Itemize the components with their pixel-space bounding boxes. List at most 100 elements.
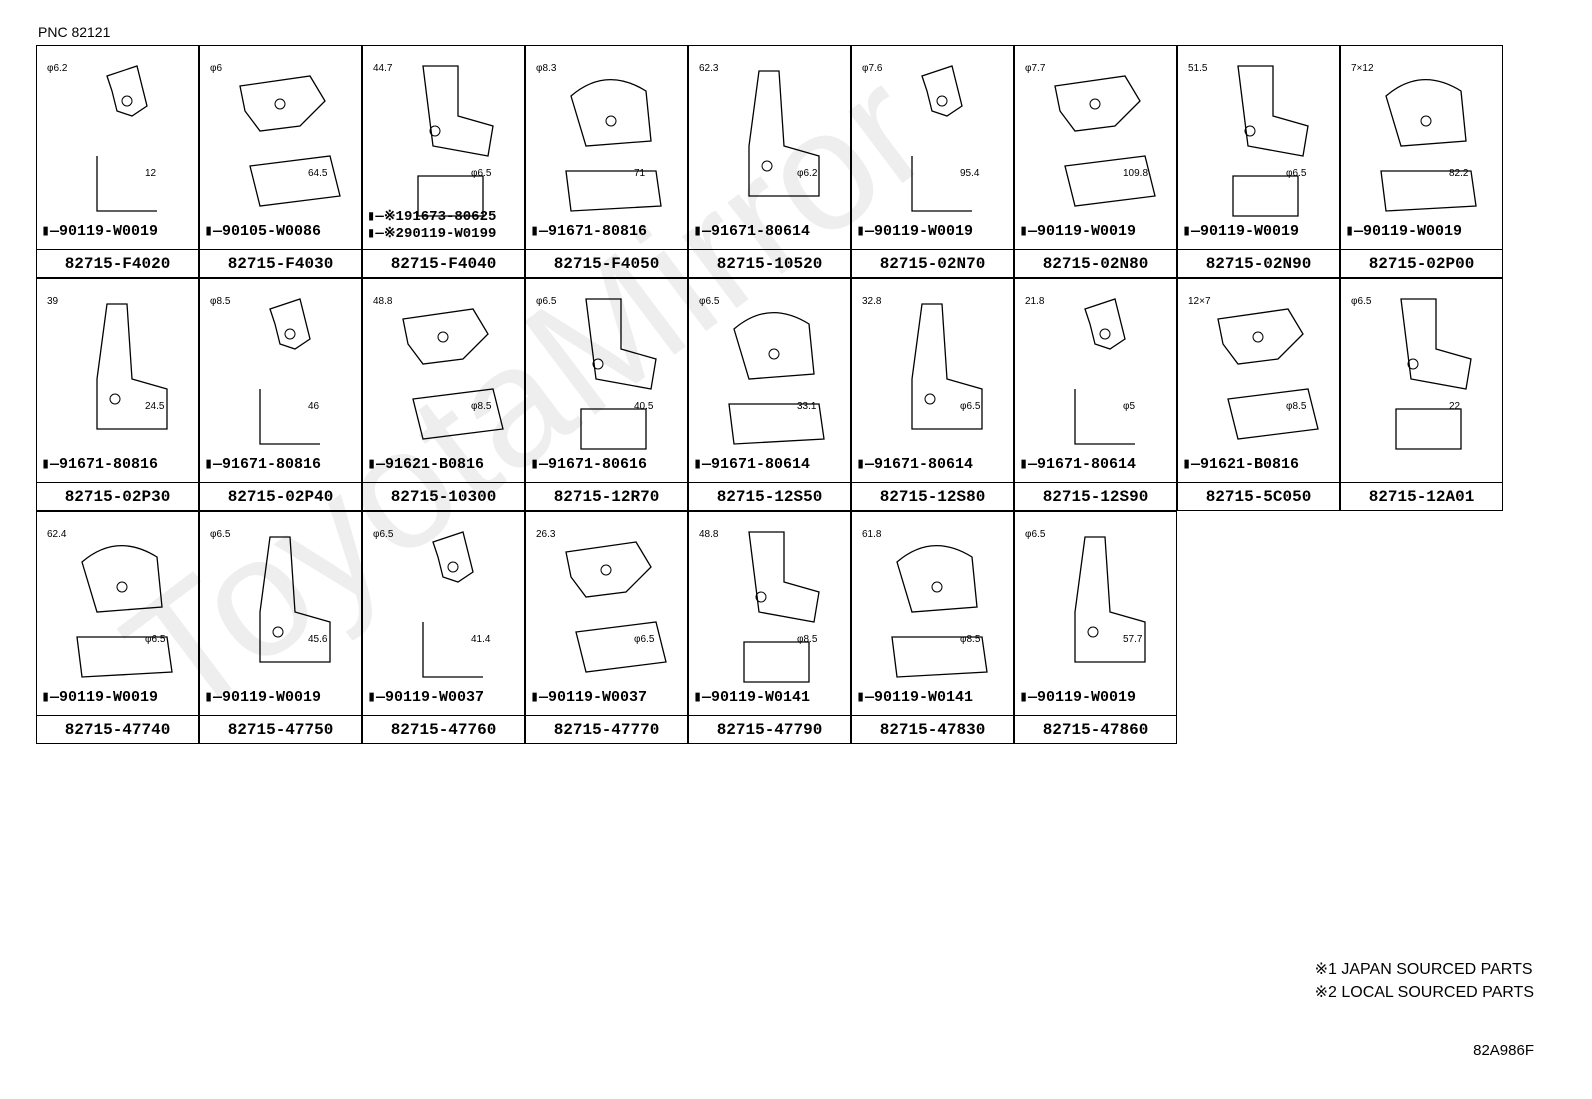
part-number[interactable]: 82715-02P30 [37, 482, 198, 511]
bolt-part-number[interactable]: ▮—91671-80614 [1019, 456, 1136, 473]
mounting-hole [931, 581, 943, 593]
part-number[interactable]: 82715-47770 [526, 715, 687, 744]
part-number[interactable]: 82715-02N80 [1015, 249, 1176, 278]
dimension-label: φ8.3 [536, 63, 557, 74]
part-number[interactable]: 82715-5C050 [1178, 482, 1339, 511]
bolt-part-number[interactable]: ▮—91621-B0816 [367, 456, 484, 473]
mounting-hole [924, 393, 936, 405]
bolt-part-number[interactable]: ▮—91671-80614 [856, 456, 973, 473]
part-number[interactable]: 82715-12R70 [526, 482, 687, 511]
dimension-label: φ5 [1123, 401, 1135, 412]
bolt-part-number[interactable]: ▮—90119-W0019 [204, 689, 321, 706]
part-number[interactable]: 82715-12S50 [689, 482, 850, 511]
part-number[interactable]: 82715-02N90 [1178, 249, 1339, 278]
dimension-label: φ6.2 [797, 168, 818, 179]
bolt-part-number[interactable]: ▮—※191673-80625▮—※290119-W0199 [367, 209, 496, 243]
bolt-part-number[interactable]: ▮—91621-B0816 [1182, 456, 1299, 473]
bolt-label: ▮—90105-W0086 [204, 223, 322, 240]
bracket-drawing: 26.3φ6.5 [536, 529, 667, 673]
bolt-part-number[interactable]: ▮—91671-80614 [693, 456, 810, 473]
bolt-label: ▮—90119-W0019 [1019, 223, 1137, 240]
part-number[interactable]: 82715-12S90 [1015, 482, 1176, 511]
bolt-part-number[interactable]: ▮—90119-W0019 [41, 223, 158, 240]
bolt-part-number[interactable]: ▮—90119-W0019 [1345, 223, 1462, 240]
bolt-part-number[interactable]: ▮—90119-W0019 [856, 223, 973, 240]
bracket-outline [728, 312, 825, 445]
bolt-part-number[interactable]: ▮—91671-80616 [530, 456, 647, 473]
bolt-label: ▮—91671-80614 [1019, 456, 1137, 473]
mounting-hole [116, 581, 128, 593]
bracket-outline [1395, 298, 1472, 450]
part-number[interactable]: 82715-F4040 [363, 249, 524, 278]
part-number[interactable]: 82715-12S80 [852, 482, 1013, 511]
bracket-drawing: φ6.545.6 [210, 529, 331, 663]
dimension-label: 41.4 [471, 634, 491, 645]
bolt-part-number[interactable]: ▮—90119-W0019 [41, 689, 158, 706]
part-number[interactable]: 82715-47790 [689, 715, 850, 744]
part-number[interactable]: 82715-02N70 [852, 249, 1013, 278]
bolt-part-number[interactable]: ▮—90119-W0019 [1019, 223, 1136, 240]
part-number[interactable]: 82715-10300 [363, 482, 524, 511]
bracket-outline [96, 65, 157, 212]
part-number[interactable]: 82715-F4030 [200, 249, 361, 278]
part-number[interactable]: 82715-02P40 [200, 482, 361, 511]
bolt-part-number[interactable]: ▮—91671-80816 [204, 456, 321, 473]
bolt-label: ▮—90119-W0141 [693, 689, 811, 706]
mounting-hole [1099, 328, 1111, 340]
dimension-label: φ8.5 [210, 296, 231, 307]
bracket-drawing: φ6.541.4 [373, 529, 491, 678]
bracket-drawing: φ7.695.4 [862, 63, 980, 212]
bolt-part-number[interactable]: ▮—90119-W0141 [693, 689, 810, 706]
bolt-label: ▮—※290119-W0199 [367, 226, 497, 242]
bolt-part-number[interactable]: ▮—90119-W0141 [856, 689, 973, 706]
part-number[interactable]: 82715-47760 [363, 715, 524, 744]
part-number[interactable]: 82715-47860 [1015, 715, 1176, 744]
bolt-part-number[interactable]: ▮—90119-W0037 [530, 689, 647, 706]
part-number[interactable]: 82715-F4020 [37, 249, 198, 278]
part-number[interactable]: 82715-47750 [200, 715, 361, 744]
bolt-part-number[interactable]: ▮—91671-80816 [530, 223, 647, 240]
part-number[interactable]: 82715-47830 [852, 715, 1013, 744]
bolt-part-number[interactable]: ▮—91671-80614 [693, 223, 810, 240]
mounting-hole [600, 564, 612, 576]
note-local: ※2 LOCAL SOURCED PARTS [1314, 984, 1534, 1001]
part-number[interactable]: 82715-F4050 [526, 249, 687, 278]
part-number[interactable]: 82715-10520 [689, 249, 850, 278]
part-number[interactable]: 82715-47740 [37, 715, 198, 744]
bracket-outline [259, 536, 331, 663]
bracket-outline [565, 79, 662, 212]
part-number[interactable]: 82715-12A01 [1341, 482, 1502, 511]
bolt-part-number[interactable]: ▮—90119-W0019 [1182, 223, 1299, 240]
bolt-part-number[interactable]: ▮—90105-W0086 [204, 223, 321, 240]
bolt-part-number[interactable]: ▮—91671-80816 [41, 456, 158, 473]
bolt-part-number[interactable]: ▮—90119-W0019 [1019, 689, 1136, 706]
part-number[interactable]: 82715-02P00 [1341, 249, 1502, 278]
bolt-part-number[interactable]: ▮—90119-W0037 [367, 689, 484, 706]
